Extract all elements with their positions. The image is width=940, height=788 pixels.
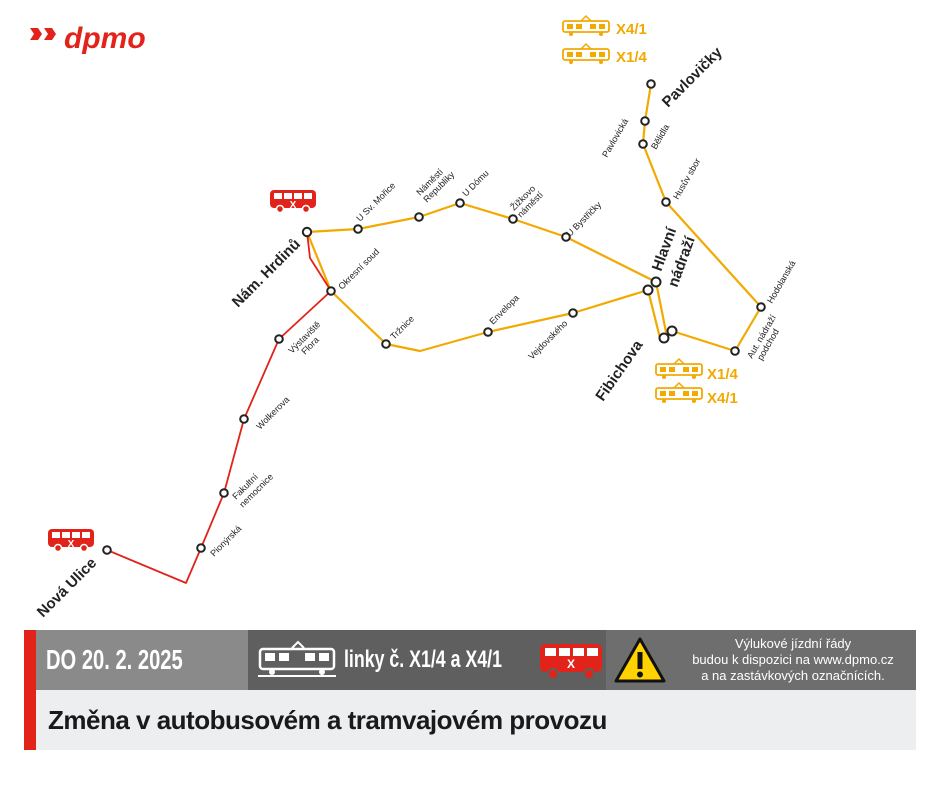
warning-icon	[614, 637, 666, 683]
badge-bottom-first: X1/4	[707, 366, 739, 383]
info-text: Výlukové jízdní řády budou k dispozici n…	[670, 636, 916, 684]
lines-text: linky č. X1/4 a X4/1	[344, 646, 502, 673]
tram-icon	[655, 358, 703, 380]
stop-u-sv-morice	[353, 224, 363, 234]
dpmo-logo: dpmo	[30, 22, 146, 55]
stop-hlavni-nadrazi-b	[642, 284, 654, 296]
label-u-bystricky: U Bystřičky	[564, 199, 603, 238]
label-envelopa: Envelopa	[487, 293, 521, 327]
label-u-domu: U Dómu	[460, 168, 490, 198]
stop-fibichova-a	[666, 325, 678, 337]
label-pavlovicka: Pavlovická	[600, 117, 630, 159]
stop-vejdovskeho	[568, 308, 578, 318]
tram-icon	[258, 640, 336, 677]
stop-aut-nadrazi	[730, 346, 740, 356]
badge-top-first: X4/1	[616, 21, 647, 38]
badge-group-bottom: X1/4 X4/1	[655, 358, 739, 407]
stop-nova-ulice	[102, 545, 112, 555]
bus-icon-nam-hrdinu: X	[269, 189, 317, 214]
accent-strip	[24, 630, 36, 750]
label-vejdovskeho: Vejdovského	[526, 318, 569, 361]
label-wolkerova: Wolkerova	[254, 394, 291, 431]
label-belidla: Bělidla	[649, 123, 671, 151]
stop-nam-hrdinu	[301, 226, 313, 238]
lines-box: linky č. X1/4 a X4/1 X	[248, 630, 606, 690]
stop-fibichova-b	[658, 332, 670, 344]
bus-route	[106, 231, 332, 584]
tram-route	[305, 82, 763, 353]
label-hodolanska: Hodolanská	[765, 259, 797, 305]
logo-text: dpmo	[64, 22, 146, 55]
bus-icon: X	[540, 644, 602, 680]
bus-mark-text: X	[567, 657, 575, 671]
stop-husuv-sbor	[661, 197, 671, 207]
stop-envelopa	[483, 327, 493, 337]
stop-zizkovo-namesti	[508, 214, 518, 224]
stop-okresni-soud	[326, 286, 336, 296]
label-nam-hrdinu: Nám. Hrdinů	[229, 236, 304, 311]
date-text: DO 20. 2. 2025	[46, 644, 183, 675]
bus-mark-text: X	[290, 200, 297, 211]
stops	[102, 79, 766, 555]
stop-u-bystricky	[561, 232, 571, 242]
date-box: DO 20. 2. 2025	[36, 630, 248, 690]
footer-banner: DO 20. 2. 2025 linky č. X1/4 a X4/1 X	[24, 630, 916, 750]
label-nova-ulice: Nová Ulice	[34, 555, 100, 621]
tram-icon	[655, 382, 703, 404]
logo-mark-icon	[30, 28, 56, 40]
badge-top-second: X1/4	[616, 49, 648, 66]
stop-wolkerova	[239, 414, 249, 424]
title-box: Změna v autobusovém a tramvajovém provoz…	[36, 690, 916, 750]
label-fibichova: Fibichova	[592, 337, 646, 405]
stop-trznice	[381, 339, 391, 349]
label-okresni-soud: Okresní soud	[336, 246, 381, 291]
bus-mark-text: X	[68, 539, 75, 550]
label-pavlovicky: Pavlovičky	[659, 44, 726, 111]
info-box: Výlukové jízdní řády budou k dispozici n…	[606, 630, 916, 690]
tram-icon	[562, 15, 610, 37]
label-u-sv-morice: U Sv. Mořice	[354, 180, 397, 223]
bus-icon-nova-ulice: X	[47, 528, 95, 553]
label-husuv-sbor: Husův sbor	[671, 157, 702, 201]
badge-group-top: X4/1 X1/4	[562, 15, 648, 66]
tram-icon	[562, 43, 610, 65]
stop-hodolanska	[756, 302, 766, 312]
label-trznice: Tržnice	[388, 314, 416, 342]
label-pionyrska: Pionýrská	[208, 523, 243, 558]
stop-namesti-republiky	[414, 212, 424, 222]
stop-belidla	[638, 139, 648, 149]
info-line-1: Výlukové jízdní řády	[734, 636, 852, 651]
stop-u-domu	[455, 198, 465, 208]
info-line-2: budou k dispozici na www.dpmo.cz	[692, 652, 894, 667]
badge-bottom-second: X4/1	[707, 390, 738, 407]
stop-hlavni-nadrazi-a	[650, 276, 662, 288]
route-map: dpmo P	[30, 15, 797, 621]
stop-vystaviste-flora	[274, 334, 284, 344]
info-line-3: a na zastávkových označnících.	[701, 668, 885, 683]
stop-fakultni-nemocnice	[219, 488, 229, 498]
stop-pionyrska	[196, 543, 206, 553]
notice-title: Změna v autobusovém a tramvajovém provoz…	[48, 704, 607, 735]
stop-pavlovicky	[646, 79, 656, 89]
stop-pavlovicka	[640, 116, 650, 126]
